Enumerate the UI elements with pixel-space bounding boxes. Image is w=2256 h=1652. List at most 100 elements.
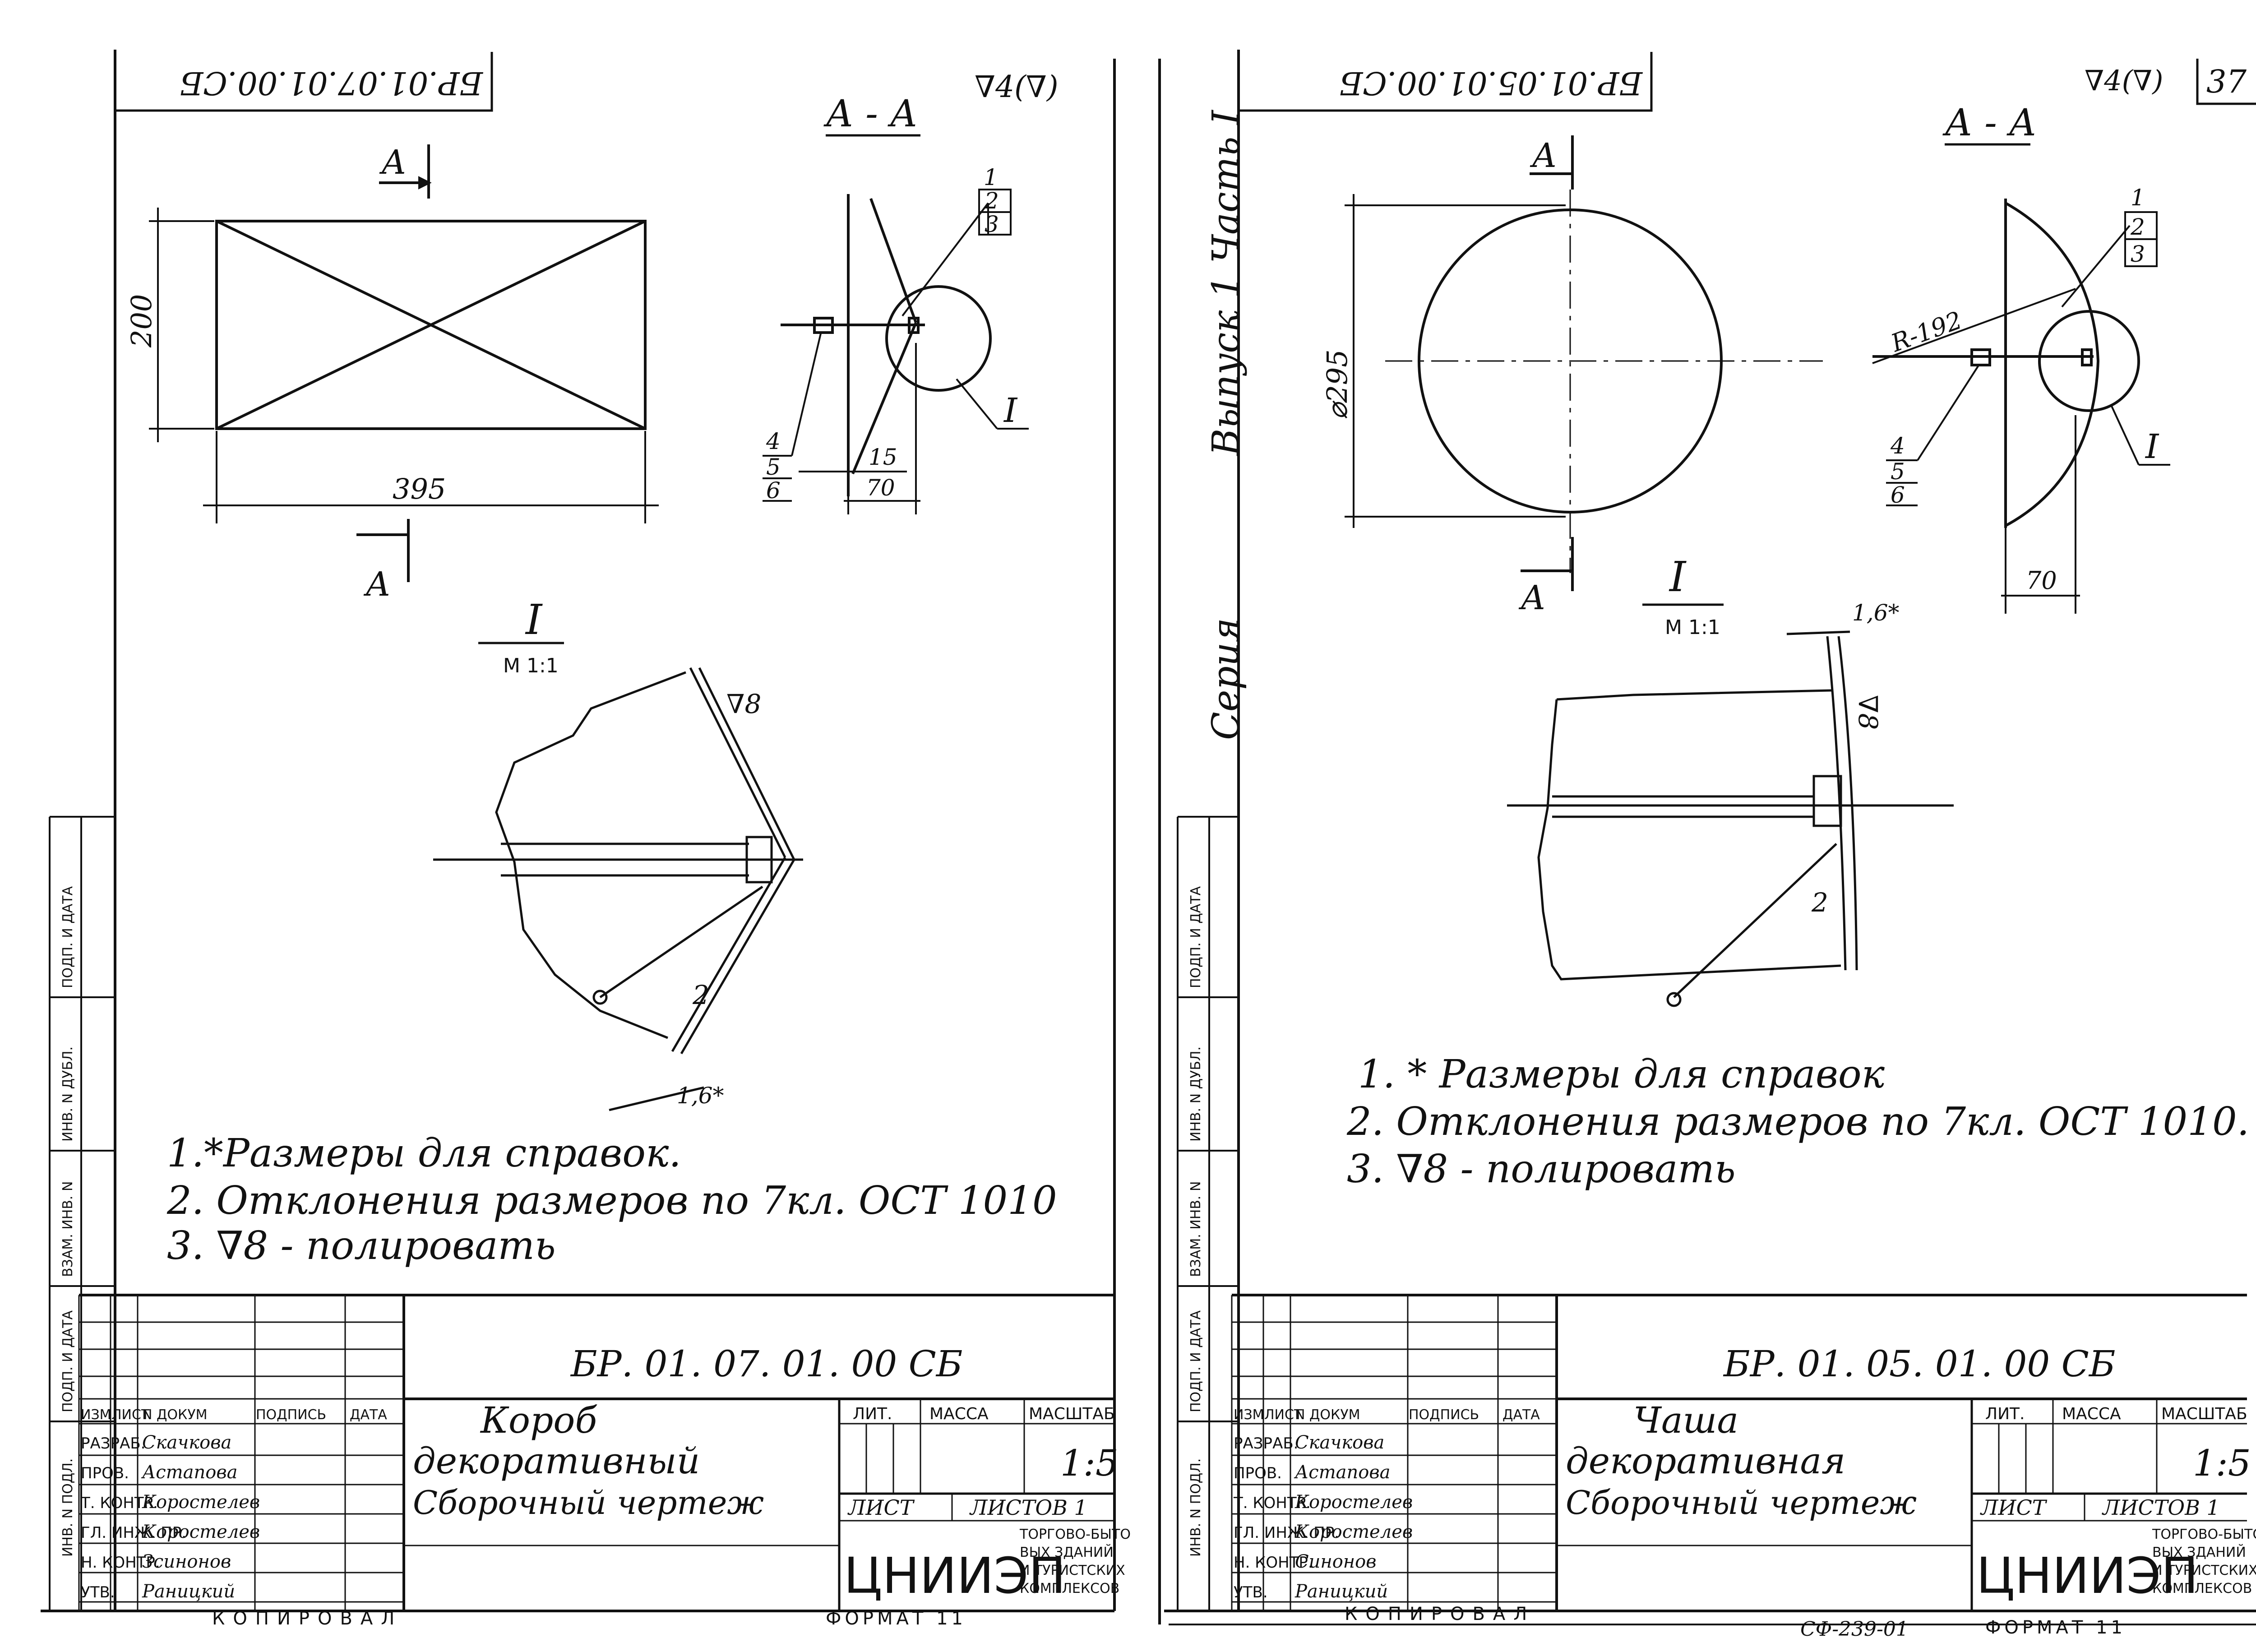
- role-label: УТВ.: [1234, 1583, 1268, 1601]
- person-name: Астапова: [141, 1462, 237, 1483]
- note-2: 2. Отклонения размеров по 7кл. ОСТ 1010: [166, 1178, 1057, 1223]
- mirrored-drawing-code: БР.01.05.01.00.СБ: [1340, 65, 1643, 102]
- stamp-label: ИНВ. N ДУБЛ.: [1188, 1046, 1204, 1142]
- table-header: ЛИСТ: [1264, 1407, 1303, 1423]
- person-name: Коростелев: [1294, 1522, 1413, 1542]
- table-header: ИЗМ: [1234, 1407, 1264, 1423]
- section-mark-bottom: [356, 519, 410, 582]
- bowl-centerlines: [1385, 190, 1823, 573]
- left-side-stamp: [49, 816, 115, 1611]
- section-mark-top: [1530, 135, 1574, 190]
- detail-ref-label: I: [2145, 427, 2159, 466]
- section-letter-bottom: А: [363, 565, 391, 604]
- page-number: 37: [2206, 63, 2247, 100]
- org-desc: И ТУРИСТСКИХ: [1020, 1563, 1125, 1578]
- format-label: ФОРМАТ 11: [1985, 1617, 2126, 1638]
- callout-2: 2: [984, 188, 999, 214]
- scale-label: МАСШТАБ: [2161, 1405, 2247, 1423]
- copied-label: КОПИРОВАЛ: [1345, 1604, 1535, 1624]
- org-desc: ТОРГОВО-БЫТО: [2152, 1527, 2256, 1542]
- mass-label: МАССА: [929, 1405, 989, 1423]
- table-header: N ДОКУМ: [142, 1407, 208, 1423]
- person-name: Коростелев: [1294, 1492, 1413, 1513]
- callouts-bottom: [763, 331, 822, 502]
- section-aa-title: А - А: [823, 93, 918, 135]
- series-issue-text: Выпуск 1 Часть I: [1205, 110, 1248, 457]
- mirrored-drawing-code: БР.01.07.01.00.СБ: [180, 65, 484, 102]
- table-header: N ДОКУМ: [1295, 1407, 1360, 1423]
- callout-1: 1: [2131, 185, 2145, 211]
- note-1: 1. * Размеры для справок: [1358, 1052, 1885, 1097]
- sheet-code: СФ-239-01: [1800, 1618, 1909, 1641]
- scale-value: 1:5: [2193, 1442, 2251, 1484]
- sheet-label: ЛИСТ: [1980, 1495, 2048, 1520]
- person-name: Скачкова: [142, 1432, 231, 1453]
- callout-4: 4: [1890, 433, 1905, 459]
- detail-title: I: [525, 596, 543, 644]
- dim-70-label: 70: [866, 475, 895, 501]
- sheets-label: ЛИСТОВ 1: [969, 1495, 1087, 1520]
- person-name: Раницкий: [142, 1581, 235, 1602]
- drawing-name-line: Короб: [480, 1399, 597, 1441]
- role-label: ПРОВ.: [81, 1464, 129, 1482]
- person-name: Раницкий: [1294, 1581, 1388, 1602]
- person-name: Скачкова: [1295, 1432, 1384, 1453]
- dimension-diameter: [1345, 194, 1566, 528]
- role-label: УТВ.: [81, 1583, 115, 1601]
- role-label: РАЗРАБ.: [1234, 1435, 1298, 1453]
- section-mark-bottom: [1521, 537, 1574, 591]
- dim-thickness: 1,6*: [1852, 600, 1900, 626]
- section-dims: [2001, 415, 2080, 614]
- stamp-label: ПОДП. И ДАТА: [60, 1310, 76, 1412]
- weld-mark: ∇8: [1853, 695, 1883, 730]
- callouts-top: [901, 189, 1012, 317]
- weld-number: 2: [1811, 887, 1828, 918]
- left-side-stamp-labels: ИНВ. N ПОДЛ. ПОДП. И ДАТА ВЗАМ. ИНВ. N И…: [60, 886, 76, 1557]
- section-mark-top: [379, 144, 432, 199]
- org-desc: ВЫХ ЗДАНИЙ: [1020, 1544, 1114, 1560]
- table-header: ЛИСТ: [111, 1407, 150, 1423]
- detail-bowl-drawing: [1507, 630, 1954, 1007]
- dim-70-label: 70: [2026, 566, 2057, 595]
- callouts-bottom: [1886, 365, 1979, 506]
- org-logo: ЦНИИЭП: [1976, 1547, 2198, 1605]
- drawing-name-line: Сборочный чертеж: [1566, 1484, 1917, 1522]
- weld-number: 2: [692, 980, 709, 1010]
- dimension-width: [203, 431, 659, 523]
- sheets-label: ЛИСТОВ 1: [2102, 1495, 2220, 1520]
- middle-side-stamp-labels: ИНВ. N ПОДЛ. ПОДП. И ДАТА ВЗАМ. ИНВ. N И…: [1188, 886, 1204, 1557]
- stamp-label: ВЗАМ. ИНВ. N: [60, 1181, 76, 1277]
- lit-label: ЛИТ.: [1985, 1405, 2025, 1423]
- table-header: ИЗМ: [81, 1407, 111, 1423]
- stamp-label: ИНВ. N ДУБЛ.: [60, 1046, 76, 1142]
- note-1: 1.*Размеры для справок.: [167, 1131, 681, 1176]
- note-3: 3. ∇8 - полировать: [1347, 1147, 1736, 1192]
- table-header: ДАТА: [1502, 1407, 1540, 1423]
- sheet-label: ЛИСТ: [847, 1495, 915, 1520]
- weld-mark: ∇8: [726, 689, 761, 719]
- role-label: РАЗРАБ.: [81, 1435, 145, 1453]
- sheet-bowl: БР.01.05.01.00.СБ А А ⌀295 А - А: [1239, 52, 2249, 1192]
- role-label: ГЛ. ИНЖ. ПР.: [1234, 1524, 1339, 1542]
- mass-label: МАССА: [2062, 1405, 2121, 1423]
- dim-diameter-label: ⌀295: [1321, 349, 1354, 420]
- detail-scale: М 1:1: [1665, 616, 1720, 639]
- dim-radius-label: R-192: [1887, 306, 1966, 358]
- person-name: Астапова: [1294, 1462, 1390, 1483]
- table-header: ПОДПИСЬ: [256, 1407, 326, 1423]
- org-desc: ТОРГОВО-БЫТО: [1019, 1527, 1131, 1542]
- drawing-code: БР. 01. 07. 01. 00 СБ: [570, 1343, 963, 1385]
- role-label: ПРОВ.: [1234, 1464, 1282, 1482]
- copied-label: КОПИРОВАЛ: [212, 1608, 402, 1629]
- section-aa-title: А - А: [1942, 102, 2037, 144]
- role-label: ГЛ. ИНЖ. ПР.: [81, 1524, 186, 1542]
- role-label: Н. КОНТР.: [81, 1554, 160, 1572]
- org-desc: И ТУРИСТСКИХ: [2152, 1563, 2256, 1578]
- callout-1: 1: [984, 164, 998, 190]
- person-name: Коростелев: [142, 1522, 260, 1542]
- dim-15-label: 15: [869, 444, 897, 470]
- section-letter-top: А: [379, 143, 407, 182]
